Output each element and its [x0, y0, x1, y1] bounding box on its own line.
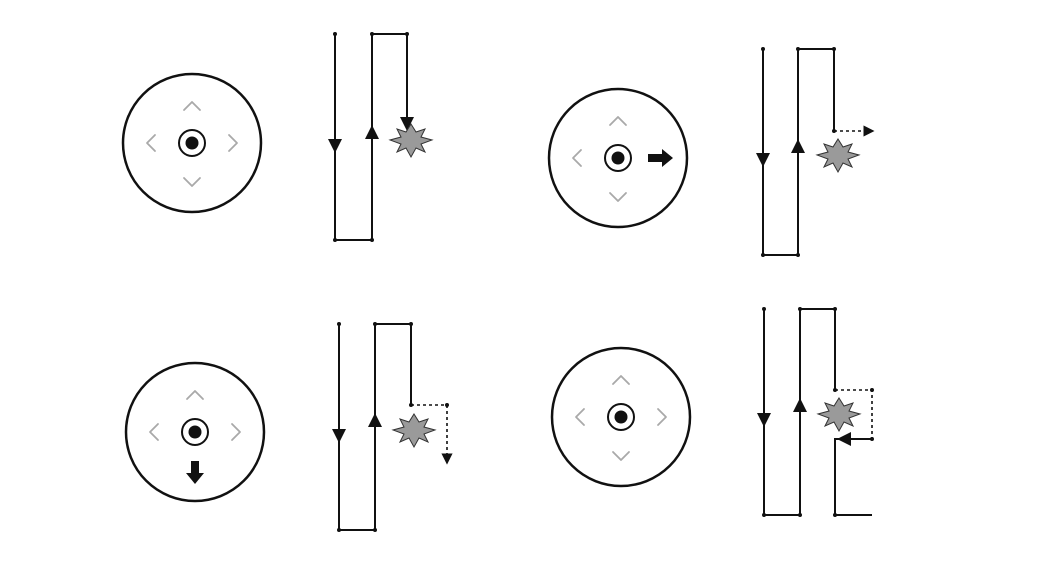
chevron-left-icon — [572, 149, 582, 167]
joystick-icon — [547, 87, 689, 229]
track-path — [328, 32, 414, 242]
track-path — [757, 307, 874, 517]
chevron-left-icon — [149, 423, 159, 441]
arrow-right-icon — [648, 149, 673, 167]
joystick-icon — [550, 346, 692, 488]
chevron-left-icon — [575, 408, 585, 426]
chevron-up-icon — [186, 390, 204, 400]
chevron-down-icon — [183, 177, 201, 187]
chevron-right-icon — [228, 134, 238, 152]
panel-4 — [550, 307, 874, 517]
chevron-left-icon — [146, 134, 156, 152]
collision-burst-icon — [388, 123, 434, 159]
chevron-up-icon — [612, 375, 630, 385]
chevron-down-icon — [612, 451, 630, 461]
collision-burst-icon — [815, 138, 861, 174]
panel-1 — [121, 32, 434, 242]
chevron-down-icon — [609, 192, 627, 202]
track-path — [332, 322, 453, 532]
track-path — [756, 47, 875, 257]
chevron-right-icon — [231, 423, 241, 441]
panel-3 — [124, 322, 453, 532]
chevron-right-icon — [657, 408, 667, 426]
collision-burst-icon — [391, 413, 437, 449]
arrow-down-icon — [186, 461, 204, 484]
chevron-up-icon — [183, 101, 201, 111]
collision-burst-icon — [816, 397, 862, 433]
chevron-up-icon — [609, 116, 627, 126]
joystick-icon — [121, 72, 263, 214]
joystick-icon — [124, 361, 266, 503]
panel-2 — [547, 47, 875, 257]
